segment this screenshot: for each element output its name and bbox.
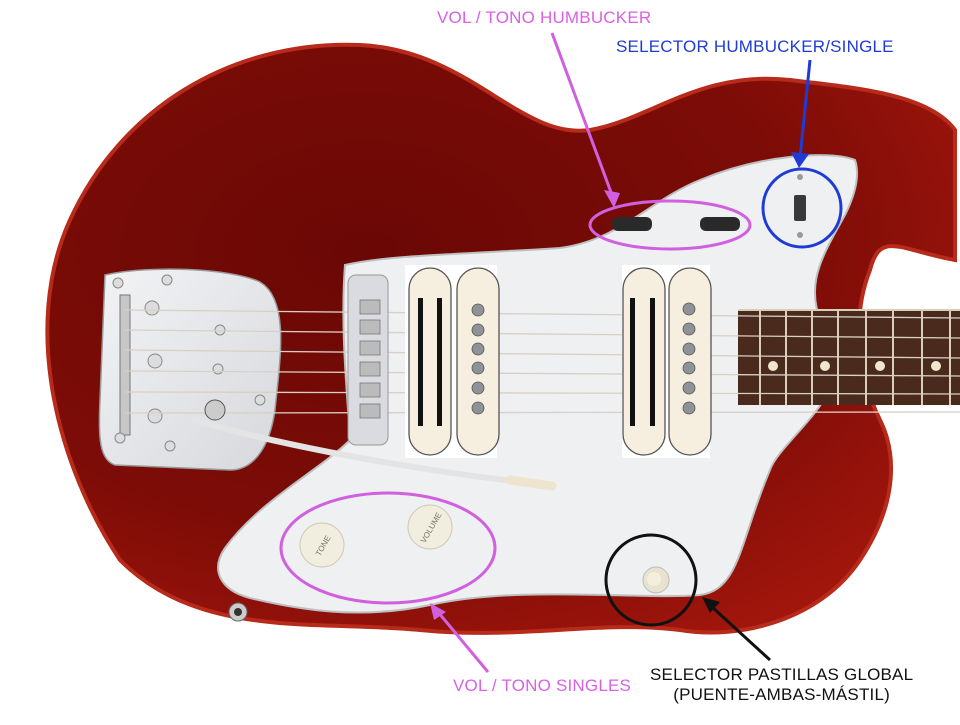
- vol-tono-singles-arrow: [436, 611, 490, 673]
- tone-knob[interactable]: TONE: [299, 522, 345, 568]
- selector-humbucker-single-highlight: [761, 167, 843, 249]
- global-pickup-selector[interactable]: [642, 566, 670, 594]
- vol-tono-singles-highlight: [279, 491, 497, 605]
- vol-tono-humbucker-arrow: [550, 32, 614, 196]
- vibrato-arm: [192, 399, 557, 491]
- arrowhead-icon: [430, 603, 446, 620]
- selector-global-label-line1: SELECTOR PASTILLAS GLOBAL: [650, 665, 914, 684]
- selector-global-highlight: [604, 533, 698, 627]
- bridge-pickup: [405, 265, 500, 458]
- output-jack[interactable]: [228, 602, 248, 622]
- arrowhead-icon: [791, 152, 809, 168]
- selector-global-label-line2: (PUENTE-AMBAS-MÁSTIL): [673, 685, 890, 704]
- arrowhead-icon: [702, 597, 720, 613]
- humbucker-volume-roller[interactable]: [612, 217, 652, 231]
- humbucker-single-switch[interactable]: [794, 195, 806, 221]
- tailpiece-bar: [119, 294, 131, 436]
- selector-humbucker-single-arrow: [798, 59, 812, 159]
- selector-global-label: SELECTOR PASTILLAS GLOBAL (PUENTE-AMBAS-…: [650, 665, 913, 705]
- vol-tono-humbucker-label: VOL / TONO HUMBUCKER: [437, 8, 652, 27]
- bridge: [347, 274, 389, 446]
- neck-pickup: [622, 265, 712, 458]
- arrowhead-icon: [604, 190, 620, 208]
- strings: [124, 309, 960, 414]
- selector-humbucker-single-label: SELECTOR HUMBUCKER/SINGLE: [616, 37, 894, 56]
- plate-screws: [112, 274, 266, 452]
- selector-global-arrow: [710, 605, 772, 662]
- volume-knob[interactable]: VOLUME: [407, 504, 453, 550]
- vol-tono-singles-label: VOL / TONO SINGLES: [453, 676, 632, 695]
- humbucker-tone-roller[interactable]: [700, 217, 740, 231]
- vol-tono-humbucker-highlight: [588, 199, 752, 251]
